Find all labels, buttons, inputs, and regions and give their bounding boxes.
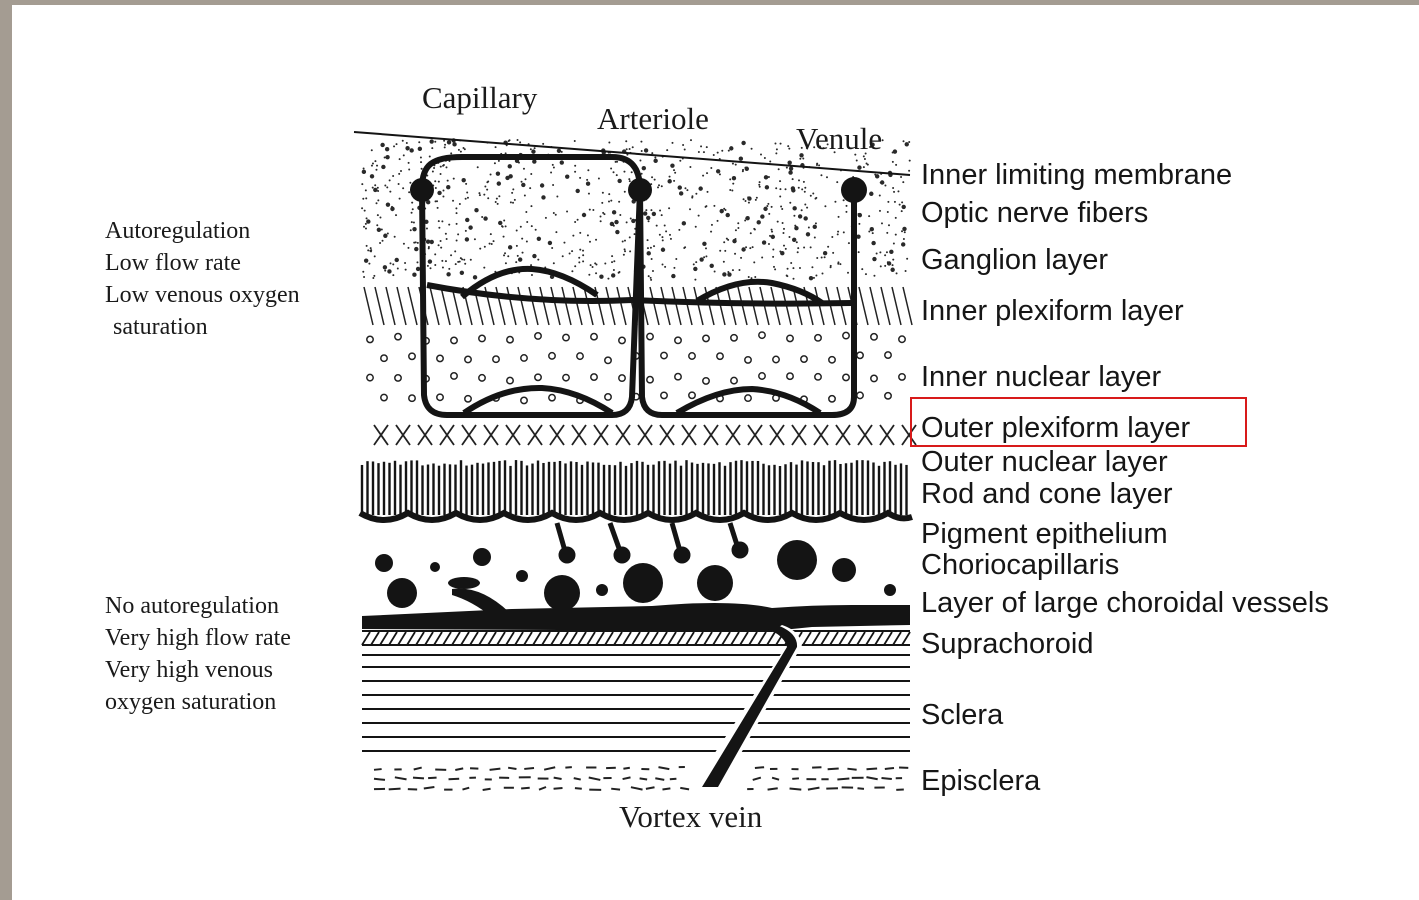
- vortex-vein-channel: [692, 625, 802, 787]
- highlight-box: [910, 397, 1247, 447]
- choroidal-vessel-blobs: [375, 540, 896, 617]
- layer-label: Rod and cone layer: [921, 479, 1173, 509]
- layer-label: Optic nerve fibers: [921, 198, 1148, 228]
- pigment-epithelium-stalks: [557, 523, 746, 561]
- vortex-vein-label: Vortex vein: [619, 799, 762, 835]
- retina-layer-illustration: [12, 5, 1419, 900]
- layer-label: Pigment epithelium: [921, 519, 1168, 549]
- large-choroidal-vessel-band: [362, 603, 910, 631]
- choroidal-note: No autoregulation: [105, 590, 279, 622]
- layer-label: Episclera: [921, 766, 1040, 796]
- layer-label: Ganglion layer: [921, 245, 1108, 275]
- choroidal-note: oxygen saturation: [105, 686, 276, 718]
- layer-label: Outer nuclear layer: [921, 447, 1168, 477]
- retina-choroid-diagram: Capillary Arteriole Venule Vortex vein A…: [12, 5, 1419, 900]
- choroidal-note: Very high flow rate: [105, 622, 291, 654]
- layer-label: Suprachoroid: [921, 629, 1094, 659]
- retinal-note: saturation: [113, 311, 208, 343]
- retinal-note: Low venous oxygen: [105, 279, 300, 311]
- capillary-node: [410, 178, 434, 202]
- outer-plexiform-crosses: [374, 425, 916, 445]
- choroidal-note: Very high venous: [105, 654, 273, 686]
- arteriole-label: Arteriole: [597, 101, 709, 137]
- layer-label: Sclera: [921, 700, 1003, 730]
- retinal-note: Autoregulation: [105, 215, 250, 247]
- venule-node: [841, 177, 867, 203]
- layer-label: Inner nuclear layer: [921, 362, 1161, 392]
- layer-label: Inner limiting membrane: [921, 160, 1232, 190]
- sclera-lines: [362, 655, 910, 751]
- capillary-label: Capillary: [422, 80, 537, 116]
- layer-label: Layer of large choroidal vessels: [921, 588, 1329, 618]
- rod-and-cone-stripes: [362, 460, 907, 515]
- layer-label: Choriocapillaris: [921, 550, 1119, 580]
- venule-label: Venule: [796, 121, 882, 157]
- layer-label: Inner plexiform layer: [921, 296, 1184, 326]
- arteriole-node: [628, 178, 652, 202]
- suprachoroid-hatching: [362, 631, 910, 645]
- episclera-dashes: [374, 767, 908, 790]
- retinal-note: Low flow rate: [105, 247, 241, 279]
